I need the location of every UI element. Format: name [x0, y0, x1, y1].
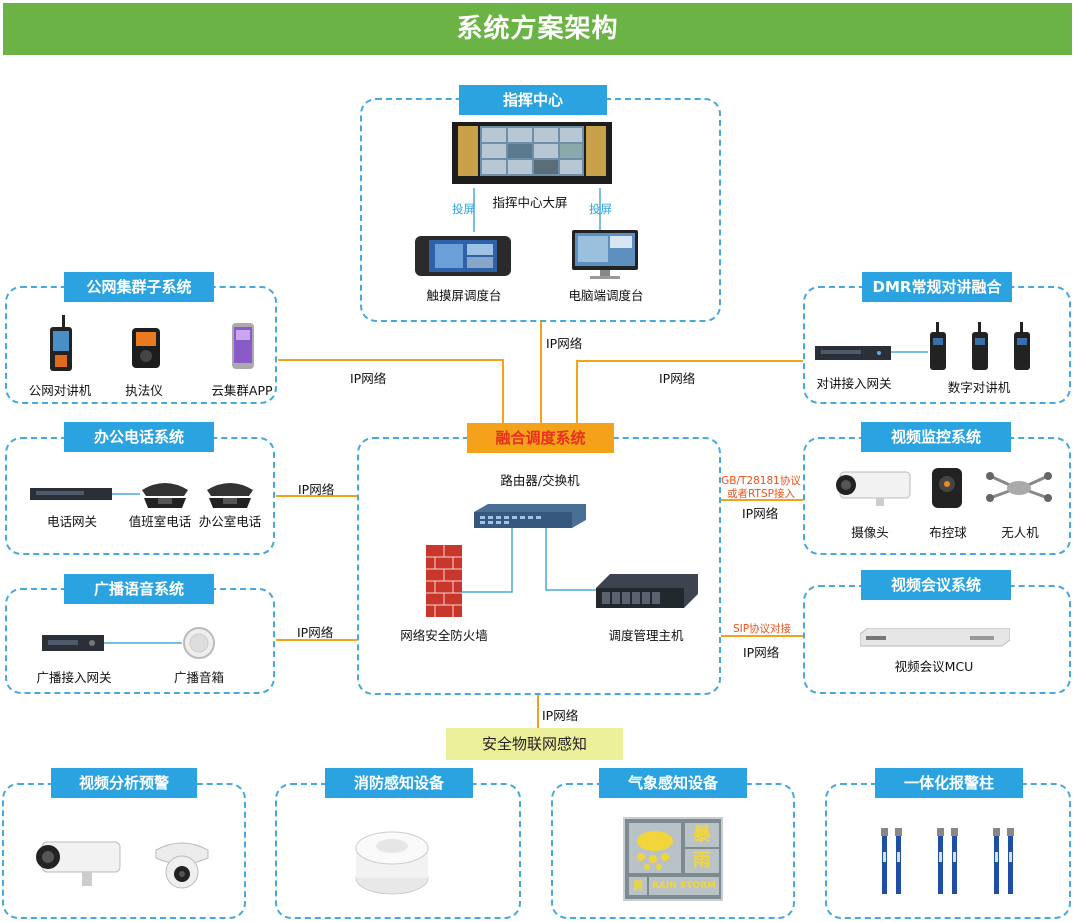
cloud-app-label: 云集群APP: [211, 383, 273, 398]
weather-tag: 气象感知设备: [599, 768, 747, 798]
camera-label: 摄像头: [851, 525, 889, 540]
router-label: 路由器/交换机: [500, 473, 580, 488]
sip-protocol-label: SIP协议对接: [732, 623, 792, 635]
bullet-camera-icon: [836, 471, 911, 506]
gb-protocol-label: GB/T28181协议: [721, 475, 801, 487]
alarm-tag: 一体化报警柱: [875, 768, 1023, 798]
body-camera-icon: [132, 328, 160, 368]
ip-network-label-office: IP网络: [298, 482, 335, 497]
office-phone-tag: 办公电话系统: [64, 422, 214, 452]
video-analysis-tag: 视频分析预警: [51, 768, 197, 798]
analysis-bullet-camera-icon: [36, 841, 121, 886]
server-label: 调度管理主机: [608, 628, 684, 643]
broadcast-gateway-label: 广播接入网关: [36, 670, 112, 685]
public-radio-label: 公网对讲机: [28, 383, 92, 398]
walkie-talkie-icon: [50, 315, 72, 371]
firewall-label: 网络安全防火墙: [400, 628, 488, 643]
broadcast-gateway-icon: [42, 635, 104, 651]
intercom-gateway-label: 对讲接入网关: [816, 376, 892, 391]
ip-network-label-bottom: IP网络: [542, 708, 579, 723]
digital-radios-label: 数字对讲机: [947, 380, 1011, 395]
duty-phone-icon: [142, 483, 188, 508]
rtsp-protocol-label: 或者RTSP接入: [727, 488, 795, 500]
phone-gateway-icon: [30, 488, 112, 500]
office-phone-icon: [207, 483, 253, 508]
smoke-detector-icon: [355, 831, 429, 895]
cast-label-left: 投屏: [452, 202, 475, 216]
firewall-icon: [426, 545, 462, 617]
rainstorm-sign: 暴 雨 黄 RAIN STORM: [623, 817, 723, 901]
smartphone-icon: [232, 323, 254, 369]
touch-console-icon: [415, 236, 511, 276]
video-monitor-tag: 视频监控系统: [861, 422, 1011, 452]
sign-char-top: 暴: [685, 823, 719, 847]
big-screen-label: 指挥中心大屏: [492, 195, 568, 210]
command-center-tag: 指挥中心: [459, 85, 607, 115]
mcu-label: 视频会议MCU: [894, 659, 974, 674]
ip-network-label-left-upper: IP网络: [350, 371, 387, 386]
ip-network-label-right-upper: IP网络: [659, 371, 696, 386]
ip-network-label-video-conf: IP网络: [743, 645, 780, 660]
sign-text: RAIN STORM: [649, 877, 719, 895]
duty-phone-label: 值班室电话: [128, 514, 192, 529]
drone-label: 无人机: [1001, 525, 1039, 540]
mcu-icon: [860, 628, 1010, 647]
ip-network-label-broadcast: IP网络: [297, 625, 334, 640]
speaker-icon: [183, 627, 215, 659]
sign-char-bottom: 黄: [629, 877, 647, 895]
dome-camera-icon: [155, 842, 209, 889]
switch-icon: [474, 504, 586, 528]
broadcast-tag: 广播语音系统: [64, 574, 214, 604]
drone-icon: [986, 472, 1052, 502]
body-camera-label: 执法仪: [125, 383, 163, 398]
public-cluster-tag: 公网集群子系统: [64, 272, 214, 302]
ip-network-label-top: IP网络: [546, 336, 583, 351]
page-title: 系统方案架构: [3, 3, 1072, 55]
phone-gateway-label: 电话网关: [46, 514, 97, 529]
rain-cloud-icon: [629, 823, 681, 873]
alarm-columns-icon: [881, 828, 1014, 894]
intercom-gateway-icon: [815, 346, 891, 360]
server-icon: [596, 574, 698, 608]
digital-radios-icon: [930, 322, 1030, 370]
sign-char-mid: 雨: [685, 849, 719, 873]
ip-network-label-video-monitor: IP网络: [742, 506, 779, 521]
video-wall-icon: [452, 122, 612, 184]
dmr-tag: DMR常规对讲融合: [862, 272, 1012, 302]
fire-tag: 消防感知设备: [325, 768, 473, 798]
cast-label-right: 投屏: [589, 202, 612, 216]
speaker-label: 广播音箱: [173, 670, 224, 685]
iot-tag: 安全物联网感知: [446, 728, 623, 760]
ptz-ball-icon: [932, 468, 962, 508]
pc-monitor-icon: [572, 230, 638, 279]
pc-console-label: 电脑端调度台: [568, 288, 644, 303]
video-conf-tag: 视频会议系统: [861, 570, 1011, 600]
ptz-ball-label: 布控球: [929, 525, 967, 540]
touch-console-label: 触摸屏调度台: [426, 288, 502, 303]
office-phone-label: 办公室电话: [198, 514, 262, 529]
fusion-tag: 融合调度系统: [467, 423, 614, 453]
